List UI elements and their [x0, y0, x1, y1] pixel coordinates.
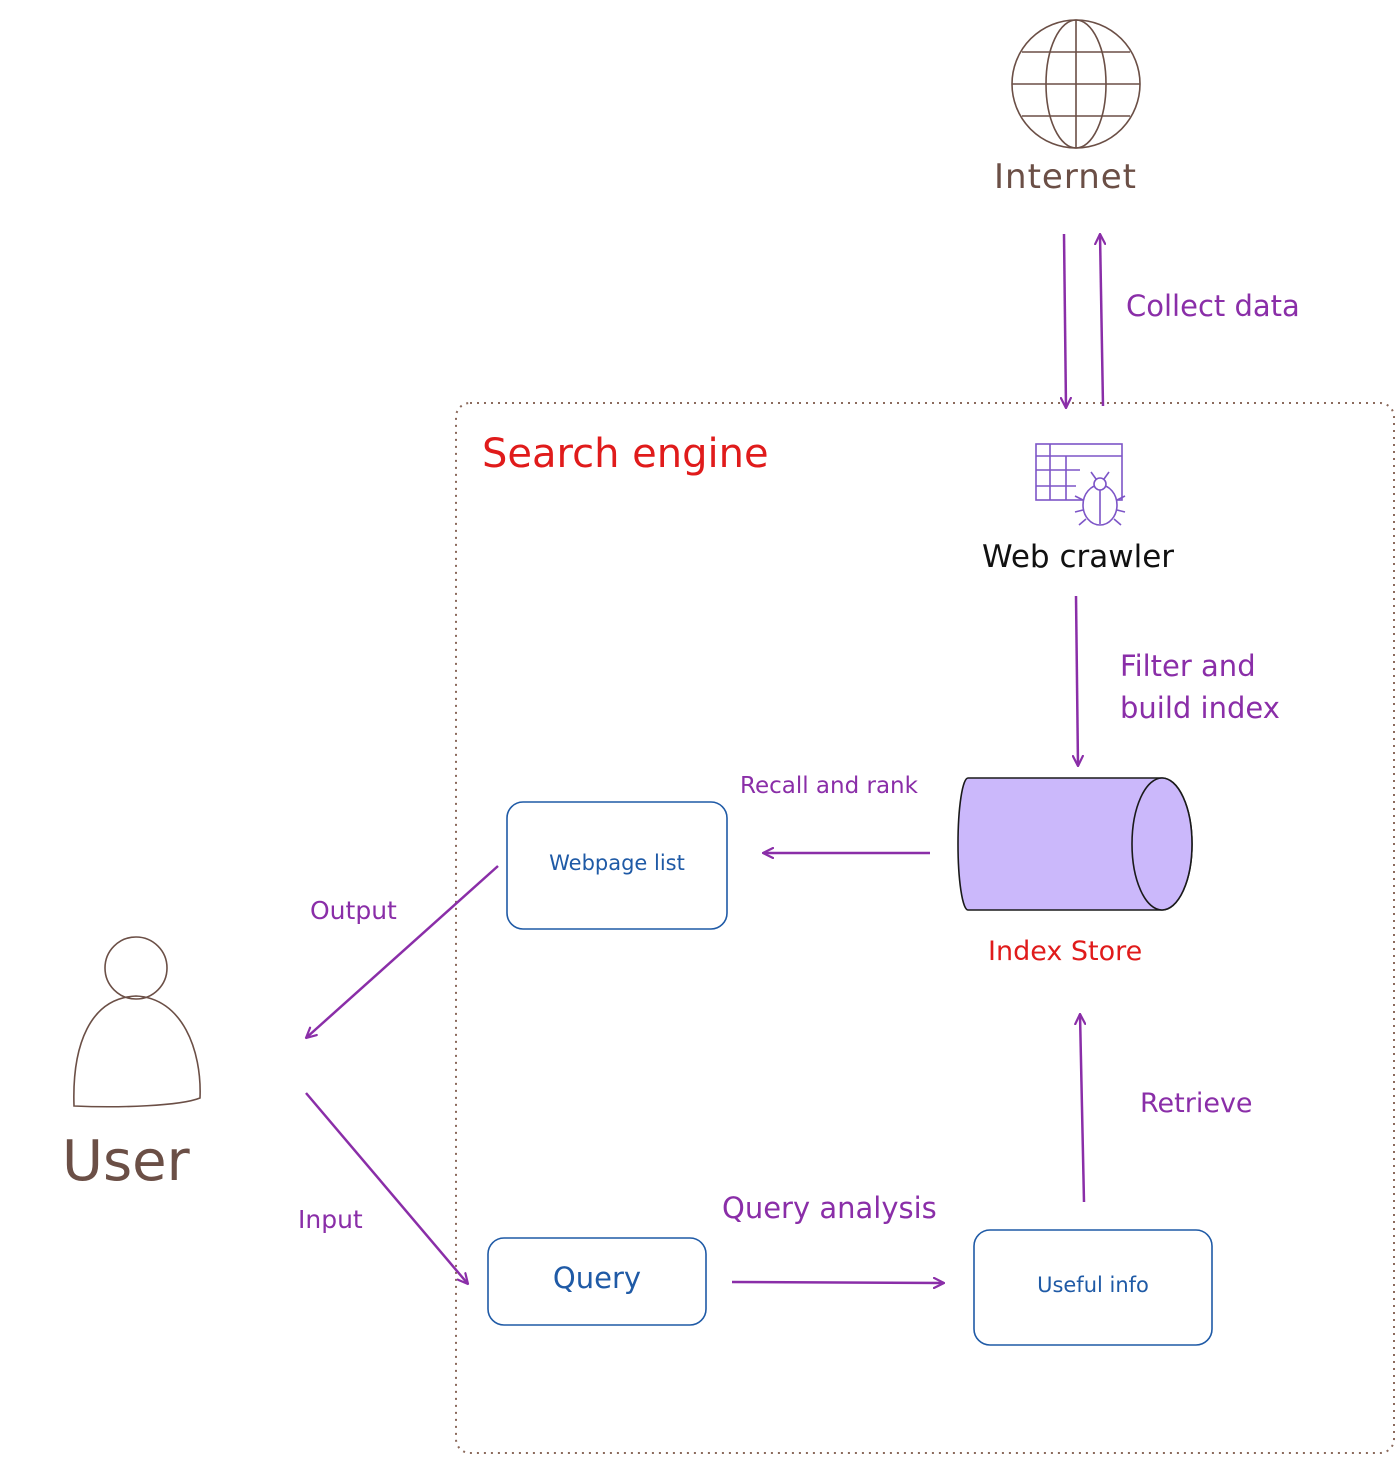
arrow-crawler-to-index: [1076, 595, 1078, 766]
useful-info-box: [973, 1229, 1213, 1346]
query-box: [487, 1237, 707, 1326]
filter-build-index-label: Filter and build index: [1120, 649, 1280, 726]
user-label: User: [62, 1129, 190, 1194]
webpage-list-box: [506, 801, 728, 930]
person-icon: [73, 936, 201, 1108]
search-engine-title: Search engine: [482, 431, 769, 477]
index-store-label: Index Store: [988, 936, 1143, 967]
query-label: Query: [552, 1261, 642, 1295]
database-cylinder-icon: [957, 777, 1193, 911]
globe-icon: [1011, 19, 1141, 149]
recall-rank-label: Recall and rank: [740, 773, 918, 799]
arrow-webpage-list-to-user: [306, 865, 499, 1038]
arrow-query-to-useful-info: [731, 1282, 944, 1283]
query-analysis-label: Query analysis: [722, 1191, 937, 1225]
arrow-user-to-query: [305, 1092, 468, 1284]
web-crawler-label: Web crawler: [982, 539, 1175, 575]
output-label: Output: [310, 896, 397, 925]
spider-table-icon: [1035, 443, 1126, 526]
arrow-internet-to-crawler: [1064, 233, 1066, 408]
collect-data-label: Collect data: [1126, 289, 1300, 323]
internet-label: Internet: [994, 157, 1138, 197]
search-engine-boundary: [455, 402, 1395, 1454]
retrieve-label: Retrieve: [1140, 1088, 1253, 1119]
input-label: Input: [298, 1205, 363, 1234]
arrow-useful-info-to-index: [1080, 1014, 1084, 1203]
webpage-list-label: Webpage list: [549, 851, 685, 875]
useful-info-label: Useful info: [1037, 1273, 1149, 1297]
arrow-crawler-to-internet: [1100, 234, 1103, 407]
